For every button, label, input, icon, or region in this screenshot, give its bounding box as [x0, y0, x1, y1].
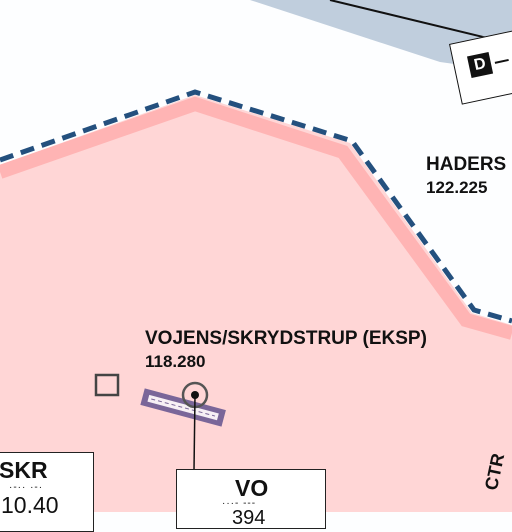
- navaid-box-left: SKR ·-·· ·-· 10.40: [0, 452, 94, 532]
- airport-frequency-label: 118.280: [145, 352, 206, 371]
- navaid-box-vo: VO ···- --- 394: [176, 469, 326, 529]
- navaid-left-frequency: 10.40: [1, 492, 59, 518]
- airspace-band: [250, 0, 512, 72]
- restricted-area-edge: [0, 96, 512, 340]
- navaid-left-name: SKR: [0, 457, 48, 483]
- leader-line: [193, 394, 196, 471]
- navaid-vo-name: VO: [235, 475, 269, 501]
- square-icon: [94, 373, 120, 397]
- tma-boundary-line: [0, 89, 512, 324]
- runway: [140, 388, 226, 427]
- haderslev-frequency-label: 122.225: [426, 178, 488, 197]
- airport-name-label: VOJENS/SKRYDSTRUP (EKSP): [145, 328, 427, 349]
- letter-d-icon: D: [466, 51, 494, 79]
- d-marker-line: [494, 58, 509, 64]
- navaid-vo-value: 394: [232, 507, 266, 529]
- haderslev-name-label: HADERS: [426, 154, 507, 175]
- navaid-vo-morse: ···- ---: [222, 498, 257, 509]
- navaid-left-morse: ·-·· ·-·: [9, 482, 44, 493]
- aeronautical-chart: [0, 0, 512, 512]
